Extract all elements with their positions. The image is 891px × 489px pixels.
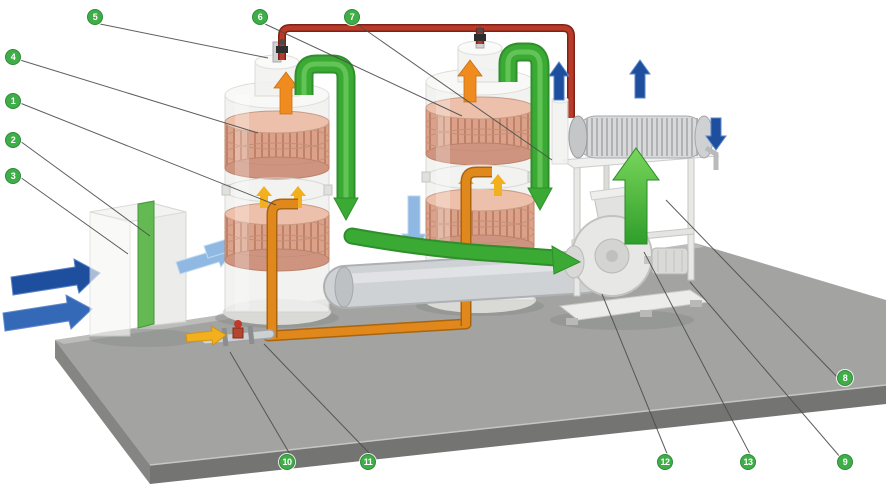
callout-1: 1	[5, 93, 21, 109]
fan-exhaust-arrow	[612, 147, 660, 245]
relief-valve-icon	[474, 27, 486, 41]
green-filter-panel	[137, 200, 155, 329]
right-arrow-icon	[551, 245, 582, 275]
heater-media-bed	[224, 110, 330, 180]
green-process-ducts	[294, 42, 553, 222]
heat-exchanger-coil	[568, 115, 719, 170]
callout-5: 5	[87, 9, 103, 25]
callout-11: 11	[360, 454, 376, 470]
heater-media-bed	[425, 188, 535, 258]
up-arrow-icon	[629, 59, 651, 99]
callout-7: 7	[344, 9, 360, 25]
callout-4: 4	[5, 49, 21, 65]
down-arrow-icon	[333, 197, 359, 222]
callout-2: 2	[5, 132, 21, 148]
up-arrow-icon	[273, 71, 299, 115]
callout-3: 3	[5, 168, 21, 184]
main-collection-duct	[323, 250, 607, 309]
inlet-arrow-icon	[10, 258, 101, 296]
callout-9: 9	[837, 454, 853, 470]
pre-filter-box	[89, 200, 187, 337]
down-arrow-icon	[527, 187, 553, 212]
up-arrow-icon	[457, 59, 483, 103]
leader-lines	[19, 23, 842, 459]
callout-6: 6	[252, 9, 268, 25]
up-arrow-icon	[548, 61, 570, 101]
drain-valve	[185, 320, 275, 347]
up-arrow-icon	[612, 147, 660, 245]
fan-motor	[651, 247, 689, 275]
air-inlet-arrows	[2, 258, 101, 332]
down-arrow-icon	[705, 117, 727, 151]
up-arrow-icon	[490, 174, 506, 196]
right-arrow-icon	[185, 324, 227, 346]
callout-13: 13	[740, 454, 756, 470]
inlet-arrow-icon	[2, 294, 93, 332]
red-overhead-pipe	[276, 24, 575, 118]
relief-valve-icon	[276, 39, 288, 53]
up-arrow-icon	[256, 186, 272, 208]
callout-12: 12	[657, 454, 673, 470]
callout-10: 10	[279, 454, 295, 470]
orange-hot-air-pipes	[262, 166, 492, 342]
green-transfer-pipe	[343, 227, 582, 275]
callout-8: 8	[837, 370, 853, 386]
